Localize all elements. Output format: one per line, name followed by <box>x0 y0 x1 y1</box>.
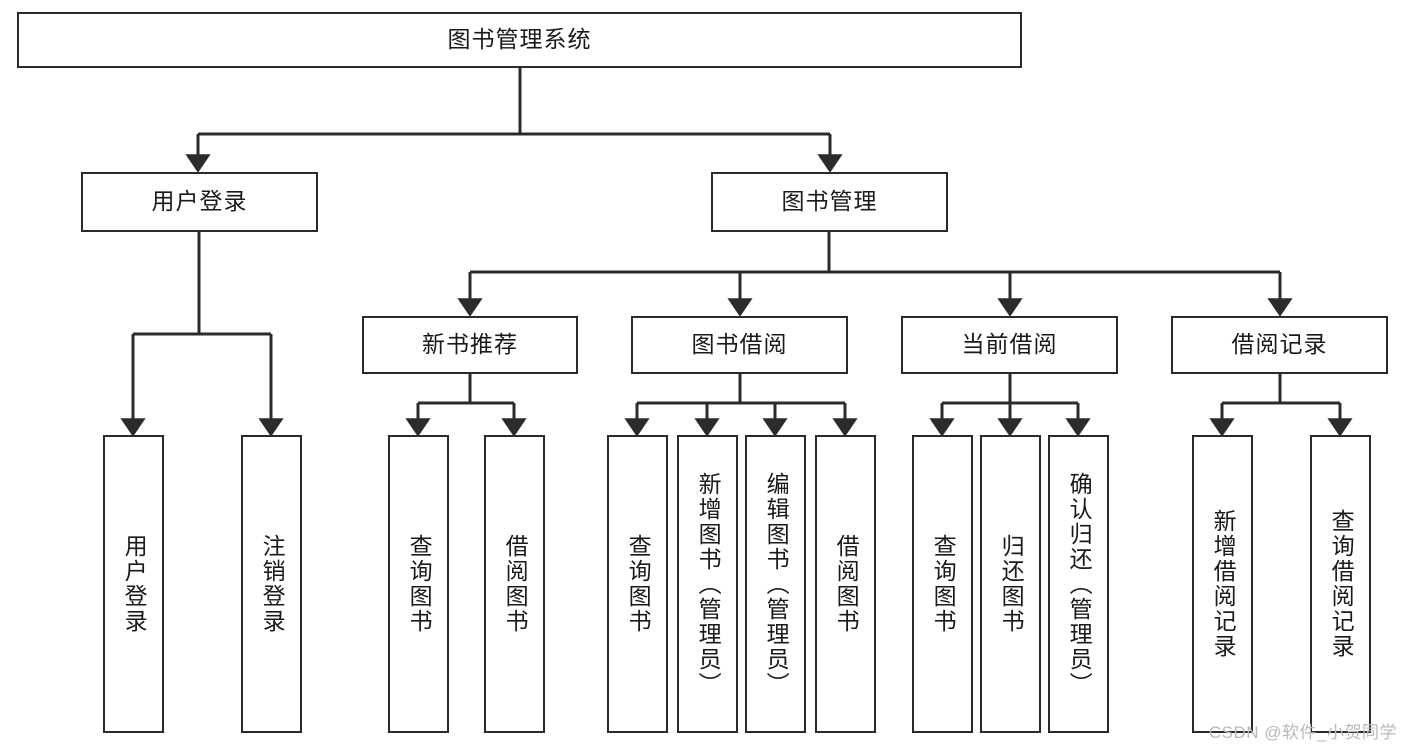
leaf-logout-login[interactable]: 注销登录 <box>241 435 302 733</box>
leaf-confirm-return[interactable]: 确认归还（管理员） <box>1048 435 1109 733</box>
node-current-borrow[interactable]: 当前借阅 <box>901 316 1118 374</box>
node-borrow-record[interactable]: 借阅记录 <box>1171 316 1388 374</box>
node-label: 查询借阅记录 <box>1328 509 1355 659</box>
node-label: 新书推荐 <box>422 331 518 358</box>
leaf-query-book-current[interactable]: 查询图书 <box>912 435 973 733</box>
node-book-borrow[interactable]: 图书借阅 <box>631 316 848 374</box>
node-label: 归还图书 <box>998 534 1025 634</box>
node-label: 借阅图书 <box>833 534 860 634</box>
node-label: 当前借阅 <box>961 331 1058 358</box>
leaf-borrow-book[interactable]: 借阅图书 <box>815 435 876 733</box>
node-label: 查询图书 <box>406 534 433 634</box>
node-label: 借阅图书 <box>502 534 529 634</box>
node-label: 编辑图书（管理员） <box>763 471 790 697</box>
node-label: 注销登录 <box>259 534 286 634</box>
watermark-text: CSDN @软件_小贺同学 <box>1208 723 1397 742</box>
leaf-add-borrow-record[interactable]: 新增借阅记录 <box>1192 435 1253 733</box>
leaf-query-book-recommend[interactable]: 查询图书 <box>388 435 449 733</box>
node-label: 查询图书 <box>930 534 957 634</box>
node-label: 借阅记录 <box>1231 331 1328 358</box>
node-label: 新增借阅记录 <box>1210 509 1237 659</box>
node-label: 图书借阅 <box>691 331 788 358</box>
leaf-user-login[interactable]: 用户登录 <box>103 435 164 733</box>
node-label: 新增图书（管理员） <box>695 471 722 697</box>
node-book-management[interactable]: 图书管理 <box>711 172 948 232</box>
leaf-query-book-borrow[interactable]: 查询图书 <box>607 435 668 733</box>
node-root-system[interactable]: 图书管理系统 <box>17 12 1022 68</box>
node-label: 用户登录 <box>121 534 148 634</box>
leaf-borrow-book-recommend[interactable]: 借阅图书 <box>484 435 545 733</box>
leaf-edit-book[interactable]: 编辑图书（管理员） <box>745 435 806 733</box>
node-new-book-recommend[interactable]: 新书推荐 <box>362 316 578 374</box>
node-label: 图书管理 <box>781 188 878 215</box>
node-label: 用户登录 <box>151 188 248 215</box>
node-label: 查询图书 <box>625 534 652 634</box>
leaf-return-book[interactable]: 归还图书 <box>980 435 1041 733</box>
node-label: 图书管理系统 <box>447 26 592 53</box>
node-user-login[interactable]: 用户登录 <box>81 172 318 232</box>
node-label: 确认归还（管理员） <box>1066 471 1093 697</box>
leaf-add-book[interactable]: 新增图书（管理员） <box>677 435 738 733</box>
leaf-query-borrow-record[interactable]: 查询借阅记录 <box>1310 435 1371 733</box>
